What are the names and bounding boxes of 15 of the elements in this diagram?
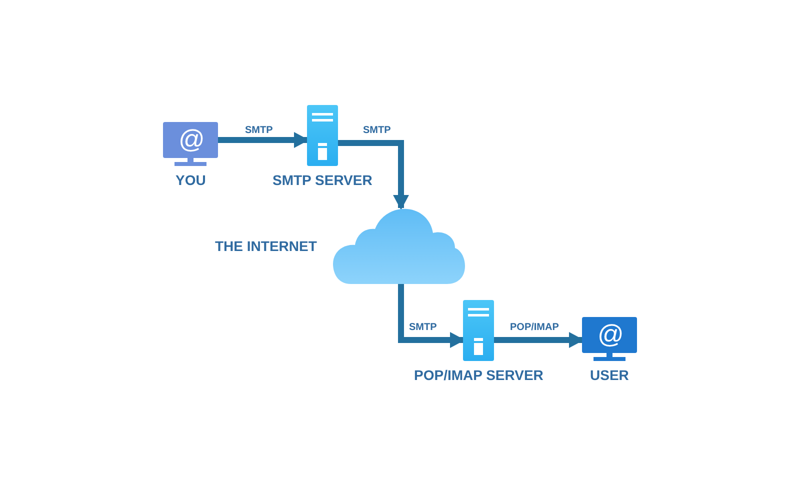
arrow bbox=[218, 132, 309, 148]
edge-label: SMTP bbox=[244, 125, 274, 136]
at-sign: @ bbox=[178, 126, 202, 152]
arrow bbox=[398, 282, 465, 348]
edge-label: SMTP bbox=[362, 125, 392, 136]
node-label: USER bbox=[590, 367, 629, 383]
at-sign: @ bbox=[598, 321, 622, 347]
node-label: SMTP SERVER bbox=[272, 172, 372, 188]
node-label: YOU bbox=[176, 172, 206, 188]
node-label: THE INTERNET bbox=[215, 238, 317, 254]
edge-label: POP/IMAP bbox=[509, 322, 560, 333]
node-label: POP/IMAP SERVER bbox=[414, 367, 544, 383]
edge-label: SMTP bbox=[408, 322, 438, 333]
arrow bbox=[338, 140, 409, 210]
arrow bbox=[494, 332, 584, 348]
